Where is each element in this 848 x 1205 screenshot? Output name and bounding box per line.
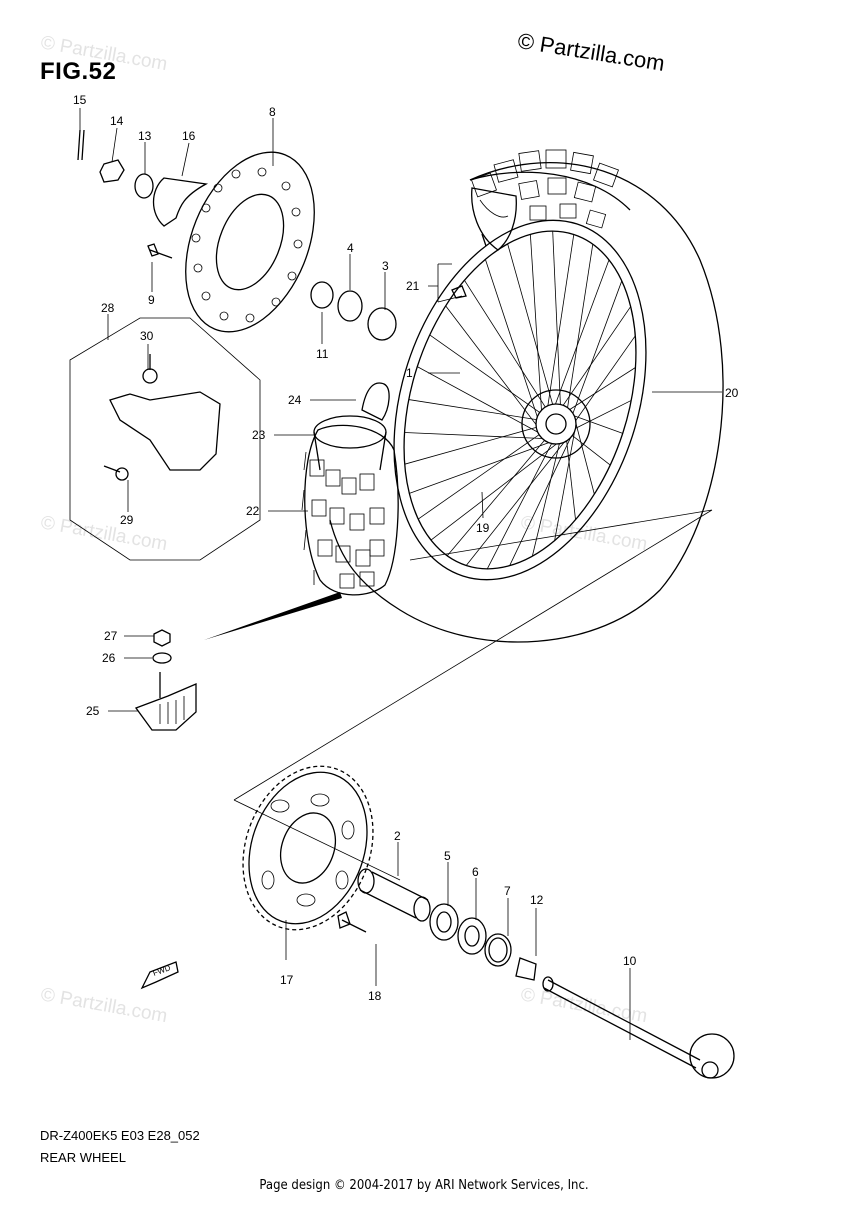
callout-16: 16	[182, 129, 196, 143]
wheel-spoke	[562, 306, 631, 406]
wheel-spoke	[555, 259, 610, 405]
watermarks: © Partzilla.com © Partzilla.com © Partzi…	[39, 32, 649, 1027]
wheel-spoke	[485, 259, 538, 417]
rear-sprocket	[242, 765, 374, 933]
watermark-text: © Partzilla.com	[39, 512, 169, 555]
callout-1: 1	[406, 366, 413, 380]
wheel-spoke	[575, 400, 632, 429]
callout-11: 11	[316, 347, 329, 361]
wheel-spoke	[569, 367, 636, 410]
callout-29: 29	[120, 513, 134, 527]
watermark-text: © Partzilla.com	[39, 984, 169, 1027]
wheel-spoke	[572, 280, 623, 414]
wheel-spoke	[417, 434, 540, 520]
callout-26: 26	[102, 651, 116, 665]
wheel-spoke	[554, 431, 576, 541]
rear-tire	[329, 149, 724, 643]
wheel-spoke	[429, 334, 540, 413]
wheel-spoke	[567, 244, 594, 408]
wheel-spoke	[509, 437, 571, 566]
callout-labels: 15 14 13 16 8 9 4 3 11 1 20 21 24 23 22 …	[73, 93, 739, 1003]
assembly-guides	[204, 509, 713, 881]
callout-21: 21	[406, 279, 420, 293]
callout-12: 12	[530, 893, 544, 907]
callout-23: 23	[252, 428, 266, 442]
callout-22: 22	[246, 504, 260, 518]
wheel-spoke	[507, 243, 553, 405]
callout-7: 7	[504, 884, 511, 898]
callout-10: 10	[623, 954, 637, 968]
callout-20: 20	[725, 386, 739, 400]
fwd-arrow-icon: FWD	[140, 961, 179, 990]
callout-15: 15	[73, 93, 87, 107]
wheel-spoke	[575, 423, 595, 495]
callout-25: 25	[86, 704, 100, 718]
wheel-spoke	[529, 234, 542, 411]
axle-parts: FWD	[140, 868, 735, 1079]
wheel-spoke	[574, 415, 623, 434]
rear-rim-and-spokes	[393, 219, 647, 581]
wheel-spoke	[404, 432, 543, 439]
callout-8: 8	[269, 105, 276, 119]
wheel-spoke	[464, 280, 546, 408]
callout-30: 30	[140, 329, 154, 343]
wheel-spoke	[430, 443, 557, 541]
page-footer: Page design © 2004-2017 by ARI Network S…	[259, 1178, 589, 1193]
callout-2: 2	[394, 829, 401, 843]
watermark-text: © Partzilla.com	[519, 512, 649, 555]
wheel-spoke	[408, 399, 537, 420]
wheel-spoke	[575, 335, 636, 421]
model-code: DR-Z400EK5 E03 E28_052	[40, 1128, 200, 1143]
tire-cutaway	[301, 382, 399, 596]
callout-6: 6	[472, 865, 479, 879]
callout-3: 3	[382, 259, 389, 273]
callout-14: 14	[110, 114, 124, 128]
callout-5: 5	[444, 849, 451, 863]
wheel-spoke	[552, 231, 561, 405]
callout-27: 27	[104, 629, 118, 643]
watermark-text: © Partzilla.com	[519, 984, 649, 1027]
chain-guide-assembly	[69, 317, 261, 561]
wheel-spoke	[417, 366, 538, 433]
callout-4: 4	[347, 241, 354, 255]
wheel-spoke	[465, 442, 565, 566]
wheel-spoke	[445, 305, 537, 425]
callout-9: 9	[148, 293, 155, 307]
callout-13: 13	[138, 129, 152, 143]
figure-title: FIG.52	[40, 58, 117, 85]
leader-lines	[79, 108, 722, 1040]
brake-disc	[185, 151, 315, 333]
callout-28: 28	[101, 301, 115, 315]
wheel-spoke	[531, 443, 560, 557]
chain-guide-pad	[134, 629, 197, 731]
wheel-spoke	[572, 435, 611, 466]
wheel-spoke	[409, 442, 549, 494]
wheel-spoke	[404, 427, 537, 465]
callout-18: 18	[368, 989, 382, 1003]
wheel-spoke	[547, 234, 575, 406]
wheel-spoke	[446, 440, 545, 557]
callout-24: 24	[288, 393, 302, 407]
callout-17: 17	[280, 973, 294, 987]
callout-19: 19	[476, 521, 490, 535]
wheel-spoke	[566, 440, 576, 520]
section-name: REAR WHEEL	[40, 1150, 126, 1165]
wheel-spoke	[486, 443, 552, 569]
small-parts	[77, 129, 487, 341]
